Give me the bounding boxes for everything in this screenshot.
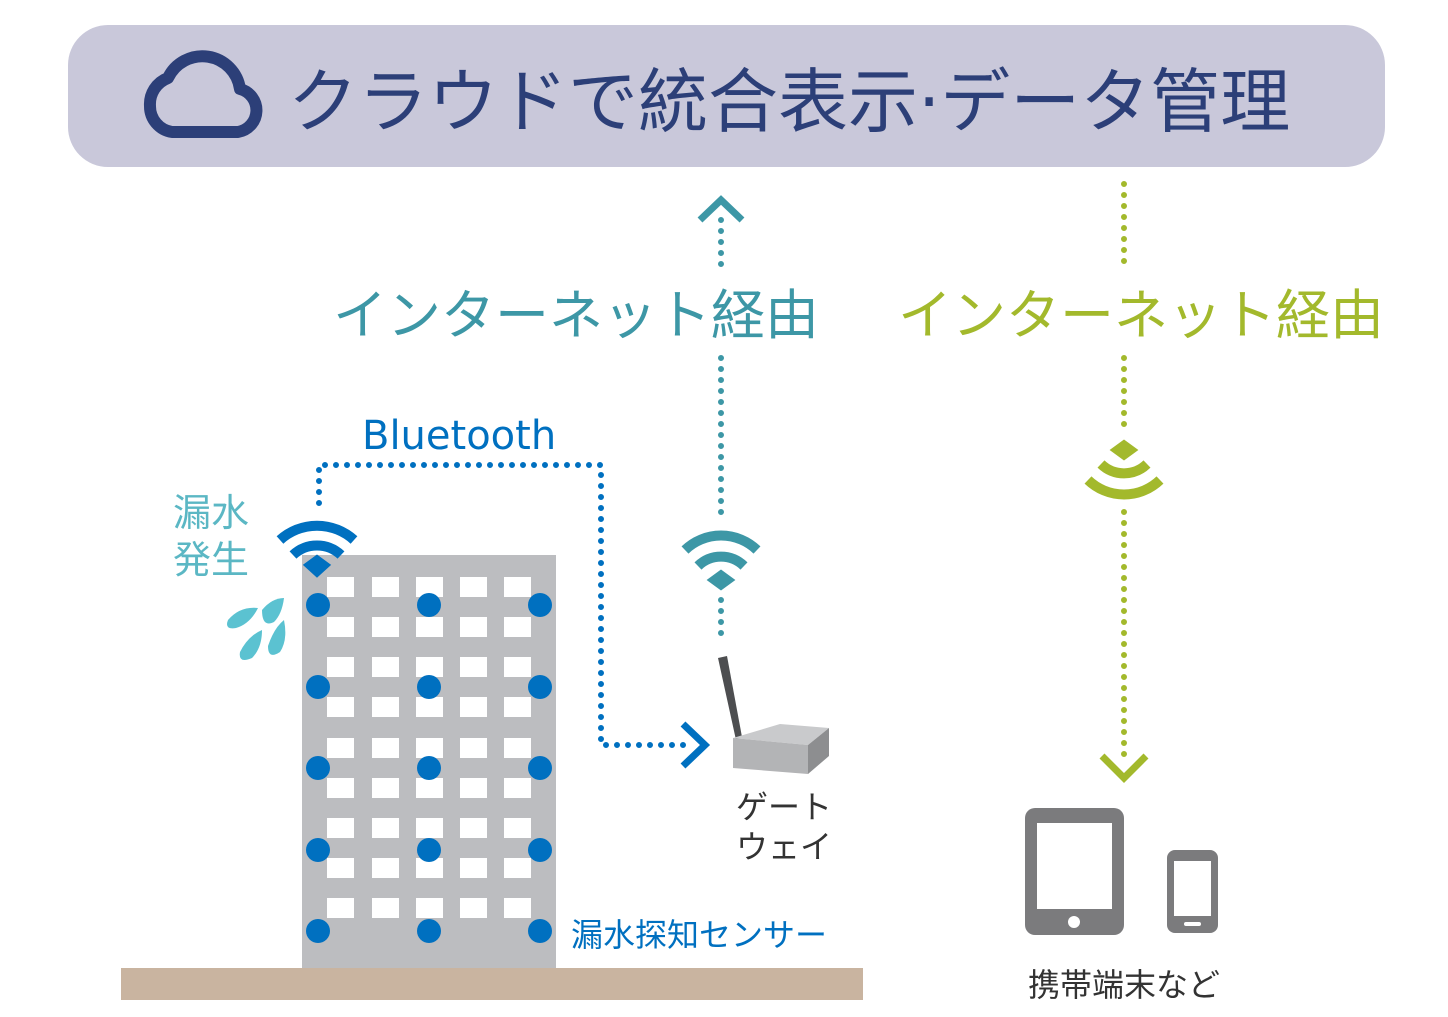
wifi-icon-leak [276,520,358,578]
window [327,617,354,637]
leak-sensor-dot [417,919,441,943]
building-windows [327,577,531,918]
window [372,617,399,637]
arrow-right-icon [680,721,711,769]
window [504,858,531,878]
window [504,577,531,597]
tablet-icon [1025,808,1124,935]
bluetooth-link [316,462,711,769]
window [327,898,354,918]
leak-sensor-dot [528,838,552,862]
leak-label-line1: 漏水 [173,491,249,535]
leak-sensor-dot [417,756,441,780]
internet-label-right: インターネット経由 [898,284,1384,347]
window [327,858,354,878]
window [460,818,487,838]
window [372,858,399,878]
leak-sensor-dot [528,756,552,780]
arrow-down-icon [1099,753,1149,783]
window [416,577,443,597]
gateway-uplink [697,195,745,643]
window [372,778,399,798]
window [460,898,487,918]
water-drops-icon [227,598,286,660]
window [460,697,487,717]
window [327,657,354,677]
leak-sensor-dot [528,593,552,617]
window [372,738,399,758]
window [416,898,443,918]
window [416,738,443,758]
ground [121,968,863,1000]
header-banner [68,25,1385,167]
leak-sensor-dot [306,919,330,943]
bluetooth-label: Bluetooth [362,413,556,459]
gateway-label-line2: ウェイ [736,828,832,866]
leak-label-line2: 発生 [173,538,249,582]
window [460,778,487,798]
devices-label: 携帯端末など [1028,966,1220,1004]
window [416,778,443,798]
window [372,657,399,677]
window [327,818,354,838]
leak-sensor-dot [528,675,552,699]
smartphone-icon [1167,850,1218,933]
window [460,738,487,758]
gateway-device-icon [718,656,829,774]
window [460,858,487,878]
window [504,697,531,717]
arrow-up-icon [697,195,745,223]
internet-label-left: インターネット経由 [333,284,819,347]
sensor-label: 漏水探知センサー [571,916,827,954]
header-title: クラウドで統合表示·データ管理 [288,61,1290,143]
leak-sensor-dot [417,675,441,699]
leak-sensor-dot [306,593,330,617]
window [416,657,443,677]
wifi-icon-cloud-side [1084,439,1164,500]
window [372,898,399,918]
window [504,657,531,677]
window [327,738,354,758]
leak-sensor-dot [417,593,441,617]
window [327,577,354,597]
window [460,577,487,597]
window [327,778,354,798]
sensor-dots [306,593,552,943]
window [460,657,487,677]
window [504,818,531,838]
window [504,778,531,798]
window [372,697,399,717]
gateway-label-line1: ゲート [736,788,832,826]
window [416,697,443,717]
window [416,818,443,838]
window [504,617,531,637]
leak-sensor-dot [306,838,330,862]
window [504,898,531,918]
window [327,697,354,717]
window [416,858,443,878]
leak-sensor-dot [306,756,330,780]
window [416,617,443,637]
device-downlink [1099,181,1149,783]
leak-sensor-dot [306,675,330,699]
cloud-icon [143,50,263,138]
leak-sensor-dot [417,838,441,862]
window [504,738,531,758]
window [372,818,399,838]
window [460,617,487,637]
leak-sensor-dot [528,919,552,943]
window [372,577,399,597]
wifi-icon-gateway [681,530,761,591]
